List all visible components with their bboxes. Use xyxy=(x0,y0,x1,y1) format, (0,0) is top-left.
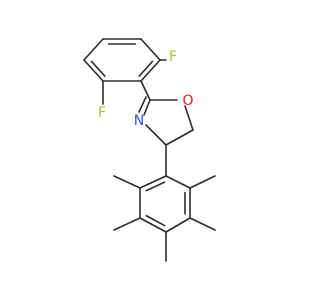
methyl-bond xyxy=(113,175,141,189)
methyl-bond xyxy=(189,175,216,189)
fluorine-atom-label-top: F xyxy=(169,49,177,65)
aryl-ring-1-bond xyxy=(140,59,161,82)
aryl-oxazoline-bond xyxy=(140,80,151,101)
c-n-double-bond xyxy=(143,99,151,116)
aryl-ring-1-bond xyxy=(83,59,104,82)
aryl-ring-2-inner-bond xyxy=(145,181,166,192)
atom-label-layer: F F O N xyxy=(98,49,194,129)
c-n-double-bond-inner xyxy=(138,96,147,113)
c-n-bond xyxy=(145,124,167,146)
nitrogen-atom-label: N xyxy=(134,113,144,129)
molecule-structure: F F O N xyxy=(83,38,216,262)
bond-layer xyxy=(83,38,216,262)
aryl-ring-2-bond xyxy=(165,175,191,189)
aryl-ring-2-bond xyxy=(165,217,191,233)
fluorine-atom-label-left: F xyxy=(98,105,106,121)
structure-canvas: F F O N xyxy=(83,38,216,262)
aryl-ring-1-inner-bond xyxy=(90,60,106,77)
methyl-bond xyxy=(113,217,141,231)
methyl-bond xyxy=(189,217,216,231)
aryl-ring-1-inner-bond xyxy=(138,60,154,77)
c-c-bond xyxy=(165,129,194,146)
aryl-ring-2-bond xyxy=(139,217,167,233)
oxygen-atom-label: O xyxy=(182,93,193,109)
aryl-ring-2-bond xyxy=(139,175,167,189)
aryl-ring-1-bond xyxy=(140,38,161,61)
o-c-bond xyxy=(184,105,194,131)
aryl-ring-1-bond xyxy=(83,38,104,61)
aryl-ring-2-inner-bond xyxy=(145,214,166,227)
